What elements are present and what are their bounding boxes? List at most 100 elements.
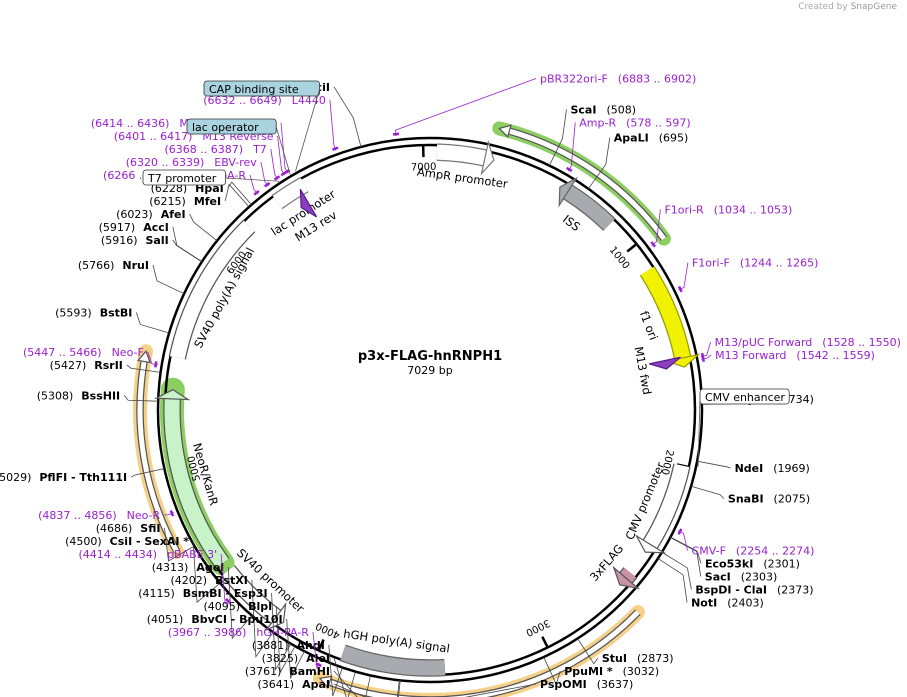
boxed-cmv-enhancer-label: CMV enhancer bbox=[705, 391, 785, 404]
primer-t7-label: (6368 .. 6387)T7 bbox=[165, 143, 267, 156]
boxed-t7-promoter-leader bbox=[225, 177, 280, 182]
site-bamhi-label: (3761)BamHI bbox=[245, 665, 330, 678]
primer-m13-forward-mark bbox=[701, 355, 706, 362]
boxed-lac-operator-label: lac operator bbox=[192, 121, 259, 134]
site-snabi: SnaBI(2075) bbox=[690, 485, 810, 505]
site-csii-sexai-label: (4500)CsiI - SexAI * bbox=[65, 535, 189, 548]
site-scai-leader bbox=[548, 109, 567, 166]
site-sfii-leader bbox=[164, 527, 195, 562]
site-apali: ApaLI(695) bbox=[587, 132, 688, 190]
site-bbvci-bpu10i-label: (4051)BbvCI - Bpu10I bbox=[147, 613, 283, 626]
tick-label-3000: 3000 bbox=[524, 617, 552, 638]
cmv-promoter-arrowhead bbox=[635, 534, 667, 554]
primer-m13-forward: M13 Forward(1542 .. 1559) bbox=[701, 349, 875, 362]
site-agei-label: (4313)AgeI bbox=[152, 561, 225, 574]
site-stui-label: StuI(2873) bbox=[602, 652, 674, 665]
site-sali: (5916)SalI bbox=[101, 234, 203, 263]
site-bspdi-clai-label: BspDI - ClaI(2373) bbox=[695, 583, 813, 596]
credit-line: Created by SnapGene bbox=[798, 2, 897, 12]
site-mfei-label: (6215)MfeI bbox=[149, 195, 221, 208]
boxed-lac-operator-leader bbox=[275, 126, 291, 175]
neor-kanr-arrowhead bbox=[153, 388, 191, 401]
site-apai-leader bbox=[333, 680, 400, 697]
site-ndei: NdeI(1969) bbox=[697, 460, 810, 475]
primer-pbabe-3: (4414 .. 4434)pBABE 3' bbox=[79, 548, 232, 605]
primer-f1ori-r-mark bbox=[650, 241, 657, 248]
site-saci-label: SacI(2303) bbox=[705, 570, 778, 583]
site-ndei-leader bbox=[697, 460, 731, 469]
sv40-promoter-arrowhead bbox=[264, 602, 287, 632]
site-ppumi: PpuMI *(3032) bbox=[543, 656, 659, 686]
m13-fwd-label: M13 fwd bbox=[632, 345, 655, 395]
boxed-t7-promoter-label: T7 promoter bbox=[147, 172, 217, 185]
boxed-t7-promoter: T7 promoter bbox=[142, 169, 280, 186]
primer-neo-r-mark bbox=[169, 510, 175, 517]
primer-l4440-leader bbox=[329, 99, 337, 151]
site-hpai-leader bbox=[227, 181, 252, 206]
site-acci-leader bbox=[172, 226, 203, 263]
primer-pbr322ori-f-mark bbox=[392, 132, 400, 136]
iss-arrowhead bbox=[558, 176, 578, 208]
site-pflfi-tth111i-leader bbox=[130, 468, 165, 478]
primer-amp-r: Amp-R(578 .. 597) bbox=[566, 116, 691, 172]
site-acci: (5917)AccI bbox=[99, 221, 203, 263]
site-bstbi-leader bbox=[135, 312, 170, 334]
cmv-promoter-feature bbox=[643, 463, 690, 549]
site-bsshii-label: (5308)BssHII bbox=[37, 389, 120, 402]
site-sfii: (4686)SfiI bbox=[96, 522, 195, 562]
primer-ebv-rev-leader bbox=[260, 161, 269, 187]
f1-ori-feature bbox=[640, 266, 691, 360]
backbone-outer-circle bbox=[156, 136, 704, 684]
primer-neo-f-label: (5447 .. 5466)Neo-F bbox=[23, 346, 144, 359]
primer-cmv-f: CMV-F(2254 .. 2274) bbox=[677, 528, 815, 557]
orange-cds-2-arrowhead bbox=[137, 350, 151, 364]
primer-pbr322ori-f: pBR322ori-F(6883 .. 6902) bbox=[392, 72, 696, 137]
site-scai: ScaI(508) bbox=[548, 103, 636, 166]
primer-hgh-pa-r: (3967 .. 3986)hGH-PA-R bbox=[168, 626, 322, 670]
site-pspomi-leader bbox=[398, 680, 537, 697]
site-mfei-leader bbox=[224, 183, 250, 208]
primer-hgh-pa-r-label: (3967 .. 3986)hGH-PA-R bbox=[168, 626, 309, 639]
site-sfii-label: (4686)SfiI bbox=[96, 522, 161, 535]
site-bspdi-clai: BspDI - ClaI(2373) bbox=[661, 551, 814, 596]
site-bsshii: (5308)BssHII bbox=[37, 389, 159, 402]
site-pspomi-label: PspOMI(3637) bbox=[540, 678, 633, 691]
boxed-lac-operator: lac operator bbox=[186, 118, 291, 175]
site-scai-label: ScaI(508) bbox=[570, 103, 636, 116]
site-ppumi-label: PpuMI *(3032) bbox=[564, 665, 659, 678]
primer-amp-r-mark bbox=[566, 166, 573, 172]
primer-t7-leader bbox=[270, 148, 279, 180]
site-nrui-leader bbox=[152, 264, 185, 295]
site-nrui: (5766)NruI bbox=[78, 259, 185, 295]
ampr-feature bbox=[508, 128, 666, 241]
site-noti-label: NotI(2403) bbox=[691, 596, 764, 609]
primer-cmv-f-label: CMV-F(2254 .. 2274) bbox=[692, 544, 815, 557]
site-eco53ki-label: Eco53kI(2301) bbox=[705, 557, 800, 570]
site-blpi-label: (4095)BlpI bbox=[204, 600, 273, 613]
ampr-promoter-label: AmpR promoter bbox=[416, 165, 509, 192]
credit-brand: SnapGene bbox=[850, 2, 897, 12]
site-apai-label: (3641)ApaI bbox=[258, 678, 330, 691]
primer-m13-puc-forward-label: M13/pUC Forward(1528 .. 1550) bbox=[715, 336, 901, 349]
ampr-promoter-arrowhead bbox=[480, 139, 495, 176]
site-alei: (3825)AleI bbox=[262, 652, 356, 697]
site-blpi: (4095)BlpI bbox=[204, 600, 296, 674]
primer-t7-mark bbox=[273, 175, 281, 181]
boxed-cmv-enhancer-box bbox=[699, 388, 790, 405]
primer-hgh-pa-r-mark bbox=[315, 662, 322, 668]
primer-f1ori-f-label: F1ori-F(1244 .. 1265) bbox=[692, 257, 819, 270]
site-bamhi-leader bbox=[333, 670, 371, 697]
site-snabi-label: SnaBI(2075) bbox=[728, 492, 810, 505]
site-afliii-pcii-leader bbox=[333, 86, 362, 148]
site-pflfi-tth111i: (5029)PflFI - Tth111I bbox=[0, 468, 165, 484]
site-saci: SacI(2303) bbox=[670, 537, 777, 583]
3xflag-arrowhead bbox=[612, 565, 641, 590]
boxed-t7-promoter-box bbox=[142, 169, 226, 186]
primer-m13-puc-forward: M13/pUC Forward(1528 .. 1550) bbox=[700, 336, 901, 360]
3xflag-feature bbox=[620, 567, 637, 583]
site-bstxi-leader bbox=[251, 579, 274, 658]
site-bsmbi-esp3i: (4115)BsmBI - Esp3I bbox=[138, 587, 292, 671]
boxed-cmv-enhancer: CMV enhancer bbox=[697, 388, 790, 467]
primer-f1ori-f: F1ori-F(1244 .. 1265) bbox=[677, 257, 819, 293]
primer-sv40pa-r-mark bbox=[253, 189, 260, 196]
